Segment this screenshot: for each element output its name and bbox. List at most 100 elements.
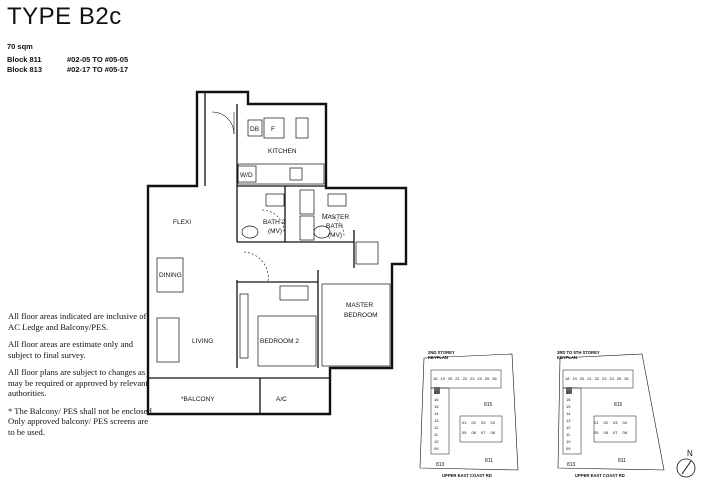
- keyplan-unit: 11: [434, 432, 439, 437]
- road-name: UPPER EAST COAST RD: [575, 473, 625, 478]
- keyplan-unit: 14: [566, 411, 571, 416]
- keyplan-unit: 15: [434, 404, 439, 409]
- room-bath-2-mv: (MV): [268, 228, 282, 235]
- north-arrow: N: [676, 449, 696, 478]
- note-text: All floor areas are estimate only and su…: [8, 339, 134, 360]
- room-ac-ledge: A/C: [276, 396, 287, 403]
- block-label: Block 811: [7, 55, 42, 64]
- road-name: UPPER EAST COAST RD: [442, 473, 492, 478]
- keyplan-unit: 20: [580, 376, 585, 381]
- room-master-bath-mv: (MV): [328, 232, 342, 239]
- keyplan-unit: 08: [623, 430, 628, 435]
- kitchen-fixtures: [237, 117, 325, 185]
- keyplan-unit: 26: [492, 376, 497, 381]
- keyplan-unit: 22: [463, 376, 468, 381]
- exterior-walls: [146, 90, 408, 416]
- keyplan-unit: 03: [481, 420, 486, 425]
- keyplan-unit: 13: [566, 418, 571, 423]
- keyplan-unit: 01: [462, 420, 467, 425]
- room-balcony: *BALCONY: [181, 396, 215, 403]
- block-811: 811: [618, 458, 626, 464]
- keyplan-3rd-5th-storey: 3RD TO 5TH STOREY KEYPLAN 815 813 811 UP…: [557, 350, 665, 478]
- keyplan-unit: 09: [566, 446, 571, 451]
- keyplan-unit: 19: [440, 376, 445, 381]
- highlight-unit: [434, 387, 440, 394]
- disclaimer-notes: All floor areas indicated are inclusive …: [8, 311, 156, 444]
- keyplan-unit: 20: [448, 376, 453, 381]
- keyplan-unit: 07: [481, 430, 486, 435]
- keyplan-unit: 22: [595, 376, 600, 381]
- keyplan-unit: 12: [566, 425, 571, 430]
- keyplan-unit: 16: [566, 397, 571, 402]
- keyplan-unit: 04: [623, 420, 628, 425]
- keyplan-title: 3RD TO 5TH STOREY: [557, 350, 600, 355]
- keyplan-2nd-storey: 2ND STOREY KEYPLAN 815 813 811 UPPER EAS…: [419, 350, 519, 478]
- note-text: All floor plans are subject to changes a…: [8, 367, 148, 398]
- room-bath-2: BATH 2: [263, 219, 286, 226]
- keyplan-unit: 11: [566, 432, 571, 437]
- keyplan-unit: 04: [491, 420, 496, 425]
- keyplan-unit: 23: [470, 376, 475, 381]
- keyplan-unit: 10: [434, 439, 439, 444]
- block-811: 811: [485, 458, 493, 464]
- keyplan-unit: 26: [624, 376, 629, 381]
- keyplan-unit: 05: [462, 430, 467, 435]
- keyplan-unit: 13: [434, 418, 439, 423]
- keyplan-unit: 18: [565, 376, 570, 381]
- room-master-bedroom: MASTER: [346, 302, 373, 309]
- keyplan-unit: 06: [472, 430, 477, 435]
- note-text: All floor areas indicated are inclusive …: [8, 311, 147, 332]
- keyplan-unit: 17: [566, 390, 571, 395]
- block-units: #02-17 TO #05-17: [67, 65, 129, 74]
- room-living: LIVING: [192, 338, 213, 345]
- keyplan-unit: 07: [613, 430, 618, 435]
- room-dining: DINING: [159, 272, 182, 279]
- block-813: 813: [567, 462, 576, 468]
- keyplan-unit: 25: [485, 376, 490, 381]
- interior-walls: [148, 92, 355, 414]
- block-813: 813: [436, 462, 445, 468]
- keyplan-unit: 12: [434, 425, 439, 430]
- room-master-bedroom: BEDROOM: [344, 312, 378, 319]
- keyplan-unit: 18: [433, 376, 438, 381]
- furniture: [156, 257, 391, 367]
- keyplan-unit: 02: [604, 420, 609, 425]
- keyplan-unit: 03: [613, 420, 618, 425]
- keyplan-unit: 21: [587, 376, 592, 381]
- keyplan-unit: 16: [434, 397, 439, 402]
- room-washer-dryer: W/D: [240, 172, 253, 179]
- room-master-bath: MASTER: [322, 214, 349, 221]
- block-units: #02-05 TO #05-05: [67, 55, 129, 64]
- north-arrow-label: N: [687, 449, 693, 458]
- door-swings: [211, 111, 345, 283]
- block-label: Block 813: [7, 65, 43, 74]
- keyplan-unit: 24: [477, 376, 482, 381]
- keyplan-title: 2ND STOREY: [428, 350, 455, 355]
- keyplan-unit: 06: [604, 430, 609, 435]
- bathroom-fixtures: [241, 189, 379, 265]
- keyplan-unit: 08: [491, 430, 496, 435]
- room-master-bath: BATH: [326, 223, 343, 230]
- block-815: 815: [614, 402, 623, 408]
- north-arrow-shaft: [681, 460, 692, 475]
- unit-area: 70 sqm: [7, 42, 33, 51]
- keyplan-subtitle: KEYPLAN: [428, 355, 448, 360]
- page-title: TYPE B2c: [7, 3, 122, 30]
- keyplan-unit: 21: [455, 376, 460, 381]
- keyplan-unit: 02: [472, 420, 477, 425]
- keyplan-subtitle: KEYPLAN: [557, 355, 577, 360]
- keyplan-unit: 24: [609, 376, 614, 381]
- room-fridge: F: [271, 126, 275, 133]
- keyplan-unit: 15: [566, 404, 571, 409]
- room-flexi: FLEXI: [173, 219, 191, 226]
- keyplan-unit: 14: [434, 411, 439, 416]
- room-db: DB: [250, 126, 259, 133]
- highlight-unit: [566, 387, 572, 394]
- note-text: * The Balcony/ PES shall not be enclosed…: [8, 405, 154, 437]
- keyplan-unit: 09: [434, 446, 439, 451]
- keyplan-unit: 05: [594, 430, 599, 435]
- keyplan-unit: 10: [566, 439, 571, 444]
- keyplan-unit: 23: [602, 376, 607, 381]
- keyplan-unit: 01: [594, 420, 599, 425]
